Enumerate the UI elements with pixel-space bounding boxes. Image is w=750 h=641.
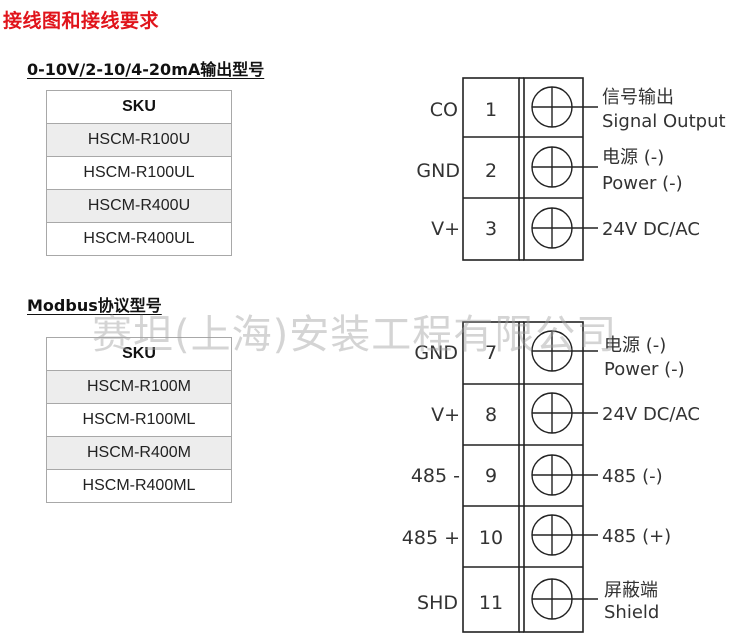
terminal-row: GND 2 电源 (-) Power (-): [416, 146, 683, 194]
terminal-signal-label: GND: [414, 342, 458, 364]
terminal-function-en: Shield: [604, 602, 659, 623]
sku-cell: HSCM-R400U: [46, 189, 232, 223]
terminal-signal-label: SHD: [417, 592, 458, 614]
terminal-signal-label: GND: [416, 160, 460, 182]
terminal-number: 1: [485, 99, 497, 121]
terminal-signal-label: CO: [430, 99, 458, 121]
terminal-row: V+ 3 24V DC/AC: [431, 207, 700, 249]
terminal-number-column: [462, 321, 520, 633]
terminal-number: 2: [485, 160, 497, 182]
terminal-function-cn: 电源 (-): [602, 147, 664, 168]
terminal-function: 24V DC/AC: [602, 219, 700, 240]
screw-icon: [531, 146, 573, 188]
sku-cell: HSCM-R100M: [46, 370, 232, 404]
terminal-row: 485 - 9 485 (-): [411, 454, 663, 496]
terminal-function: 485 (+): [602, 526, 671, 547]
table-row: HSCM-R100U: [46, 123, 232, 157]
sku-cell: HSCM-R400M: [46, 436, 232, 470]
terminal-function-en: Signal Output: [602, 111, 726, 132]
terminal-number-column: [462, 77, 520, 261]
terminal-function-cn: 信号输出: [602, 87, 674, 108]
terminal-signal-label: 485 -: [411, 465, 460, 487]
sku-cell: HSCM-R100UL: [46, 156, 232, 190]
terminal-row: GND 7 电源 (-) Power (-): [414, 330, 685, 380]
terminal-row: SHD 11 屏蔽端 Shield: [417, 578, 659, 623]
table-row: HSCM-R400UL: [46, 222, 232, 256]
terminal-screw-column: [523, 77, 584, 261]
terminal-row: V+ 8 24V DC/AC: [431, 392, 700, 434]
watermark: 赛坦(上海)安装工程有限公司: [92, 312, 618, 358]
screw-icon: [531, 514, 573, 556]
terminal-function-cn: 屏蔽端: [604, 580, 658, 601]
table-row: HSCM-R100ML: [46, 403, 232, 437]
screw-icon: [531, 207, 573, 249]
screw-icon: [531, 454, 573, 496]
analog-section-title: 0-10V/2-10/4-20mA输出型号: [27, 60, 265, 79]
terminal-signal-label: V+: [431, 404, 460, 426]
terminal-row: CO 1 信号输出 Signal Output: [430, 86, 726, 132]
sku-cell: HSCM-R400UL: [46, 222, 232, 256]
terminal-function-cn: 电源 (-): [604, 335, 666, 356]
terminal-signal-label: V+: [431, 218, 460, 240]
terminal-function-en: Power (-): [602, 173, 683, 194]
modbus-section-title: Modbus协议型号: [27, 296, 162, 315]
analog-sku-table: SKU HSCM-R100U HSCM-R100UL HSCM-R400U HS…: [46, 90, 232, 256]
table-row: HSCM-R100UL: [46, 156, 232, 190]
terminal-row: 485 + 10 485 (+): [402, 514, 671, 556]
screw-icon: [531, 86, 573, 128]
terminal-number: 7: [485, 342, 497, 364]
terminal-signal-label: 485 +: [402, 527, 460, 549]
screw-icon: [531, 392, 573, 434]
table-row: HSCM-R400ML: [46, 469, 232, 503]
table-row: HSCM-R400M: [46, 436, 232, 470]
table-row: HSCM-R400U: [46, 189, 232, 223]
sku-cell: HSCM-R100U: [46, 123, 232, 157]
terminal-number: 11: [479, 592, 503, 614]
modbus-sku-table: SKU HSCM-R100M HSCM-R100ML HSCM-R400M HS…: [46, 337, 232, 503]
terminal-function: 24V DC/AC: [602, 404, 700, 425]
modbus-terminal-block: [462, 321, 584, 633]
terminal-screw-column: [523, 321, 584, 633]
terminal-number: 3: [485, 218, 497, 240]
page-title: 接线图和接线要求: [3, 10, 160, 32]
terminal-function: 485 (-): [602, 466, 663, 487]
terminal-number: 9: [485, 465, 497, 487]
analog-terminal-block: [462, 77, 584, 261]
terminal-number: 8: [485, 404, 497, 426]
terminal-function-en: Power (-): [604, 359, 685, 380]
sku-cell: HSCM-R100ML: [46, 403, 232, 437]
screw-icon: [531, 578, 573, 620]
terminal-number: 10: [479, 527, 503, 549]
sku-cell: HSCM-R400ML: [46, 469, 232, 503]
table-row: HSCM-R100M: [46, 370, 232, 404]
